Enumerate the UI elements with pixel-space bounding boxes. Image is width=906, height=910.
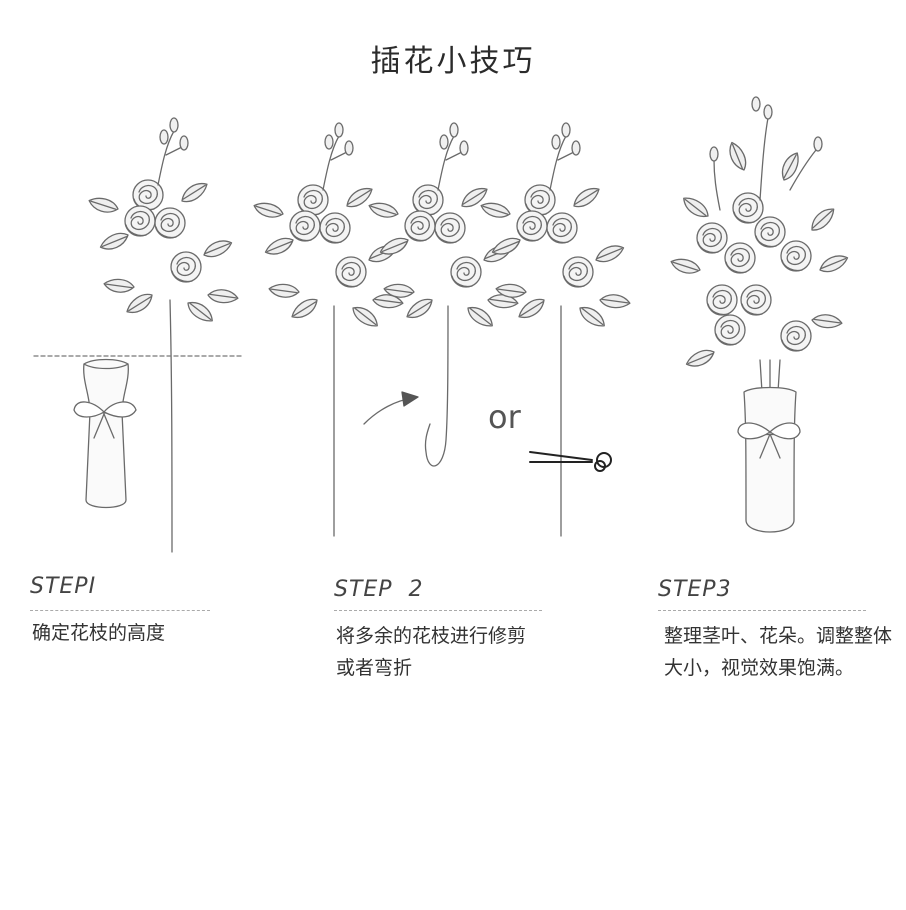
bend-arrow-icon — [363, 391, 419, 425]
step3-description: 整理茎叶、花朵。调整整体大小，视觉效果饱满。 — [664, 625, 893, 679]
vase-icon — [73, 358, 137, 509]
step1-description: 确定花枝的高度 — [32, 622, 166, 644]
step3-label: STEP3 — [658, 577, 732, 602]
step1-label: STEPI — [30, 574, 97, 599]
step2-description: 将多余的花枝进行修剪或者弯折 — [336, 625, 527, 679]
illustration-canvas — [33, 96, 851, 553]
step2-rose-stem-1-icon — [252, 123, 404, 537]
or-label: or — [488, 398, 521, 436]
step2-rose-stem-2-icon — [367, 123, 519, 467]
step2-rose-stem-3-icon — [479, 123, 631, 537]
step1-divider — [30, 610, 210, 611]
page-title: 插花小技巧 — [370, 44, 536, 79]
step3-divider — [658, 610, 866, 611]
scissors-icon — [529, 451, 612, 472]
step2-label: STEP 2 — [334, 577, 424, 602]
step2-divider — [334, 610, 542, 611]
bouquet-icon — [668, 96, 851, 533]
step1-rose-stem-icon — [87, 118, 239, 553]
